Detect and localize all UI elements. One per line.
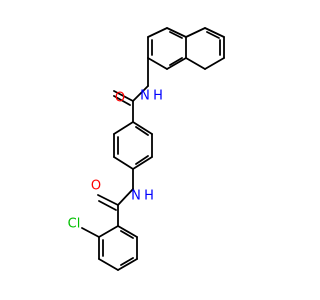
- atom-label-nitrogen-top: N: [140, 89, 150, 104]
- bond-inner: [98, 200, 117, 211]
- bond: [113, 156, 134, 170]
- atom-label-oxygen-bottom: O: [91, 179, 101, 194]
- bond: [185, 27, 206, 38]
- atom-labels: O N H O N H Cl: [68, 89, 163, 232]
- bond: [132, 121, 153, 135]
- bond: [98, 258, 119, 271]
- atom-label-chlorine: Cl: [68, 217, 81, 232]
- bond: [132, 156, 153, 170]
- bond-inner: [135, 126, 149, 136]
- bond: [204, 57, 225, 70]
- atom-label-hydrogen-top: H: [153, 89, 163, 104]
- bond: [98, 225, 119, 238]
- bond-inner: [120, 230, 134, 239]
- bond-inner: [120, 257, 134, 266]
- molecule-canvas: O N H O N H Cl: [67, 27, 225, 271]
- bond: [113, 121, 134, 135]
- bond-inner: [169, 31, 183, 39]
- bond-inner: [135, 155, 149, 165]
- bond: [117, 258, 138, 271]
- bonds-layer: [81, 27, 225, 271]
- atom-label-hydrogen-bottom: H: [144, 189, 154, 204]
- atom-label-nitrogen-bottom: N: [131, 189, 141, 204]
- bond: [81, 227, 100, 238]
- bond: [97, 194, 119, 206]
- bond: [132, 85, 149, 102]
- bond: [166, 27, 187, 38]
- bond: [113, 90, 134, 102]
- bond-inner: [206, 31, 220, 39]
- molecule-diagram: O N H O N H Cl: [68, 27, 225, 271]
- bond: [117, 188, 134, 206]
- bond: [147, 27, 168, 38]
- bond: [204, 27, 225, 38]
- bond: [147, 57, 168, 70]
- bond: [166, 57, 187, 70]
- bond-inner: [113, 95, 131, 106]
- atom-label-oxygen-top: O: [115, 91, 125, 106]
- bond: [117, 225, 138, 238]
- bond: [185, 57, 206, 70]
- bond-inner: [169, 57, 183, 66]
